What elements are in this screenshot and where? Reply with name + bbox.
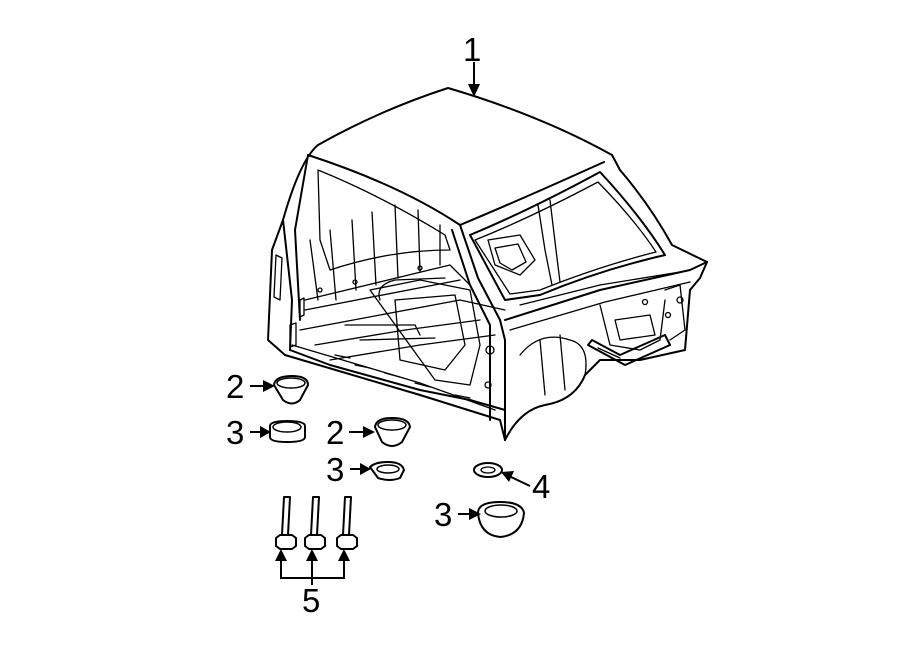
- bolt-right: [336, 496, 358, 550]
- callout-4: 4: [532, 468, 550, 505]
- callout-5: 5: [302, 582, 320, 619]
- callout-3-center: 3: [326, 451, 344, 488]
- callout-2-center: 2: [326, 414, 344, 451]
- cushion-lower-center: [369, 461, 405, 481]
- cushion-upper-center: [374, 417, 411, 447]
- callout-1: 1: [463, 31, 481, 68]
- callout-3-right: 3: [434, 496, 452, 533]
- callout-3-left: 3: [226, 414, 244, 451]
- spacer-washer: [473, 462, 503, 478]
- callout-2-left: 2: [226, 368, 244, 405]
- cushion-lower-right: [477, 501, 525, 538]
- cushion-upper-left: [273, 375, 309, 405]
- cushion-lower-left: [269, 420, 306, 443]
- cab-assembly-illustration: [267, 87, 708, 441]
- bolt-center: [304, 496, 326, 550]
- bolt-left: [275, 496, 297, 550]
- callout-arrows: [250, 62, 531, 585]
